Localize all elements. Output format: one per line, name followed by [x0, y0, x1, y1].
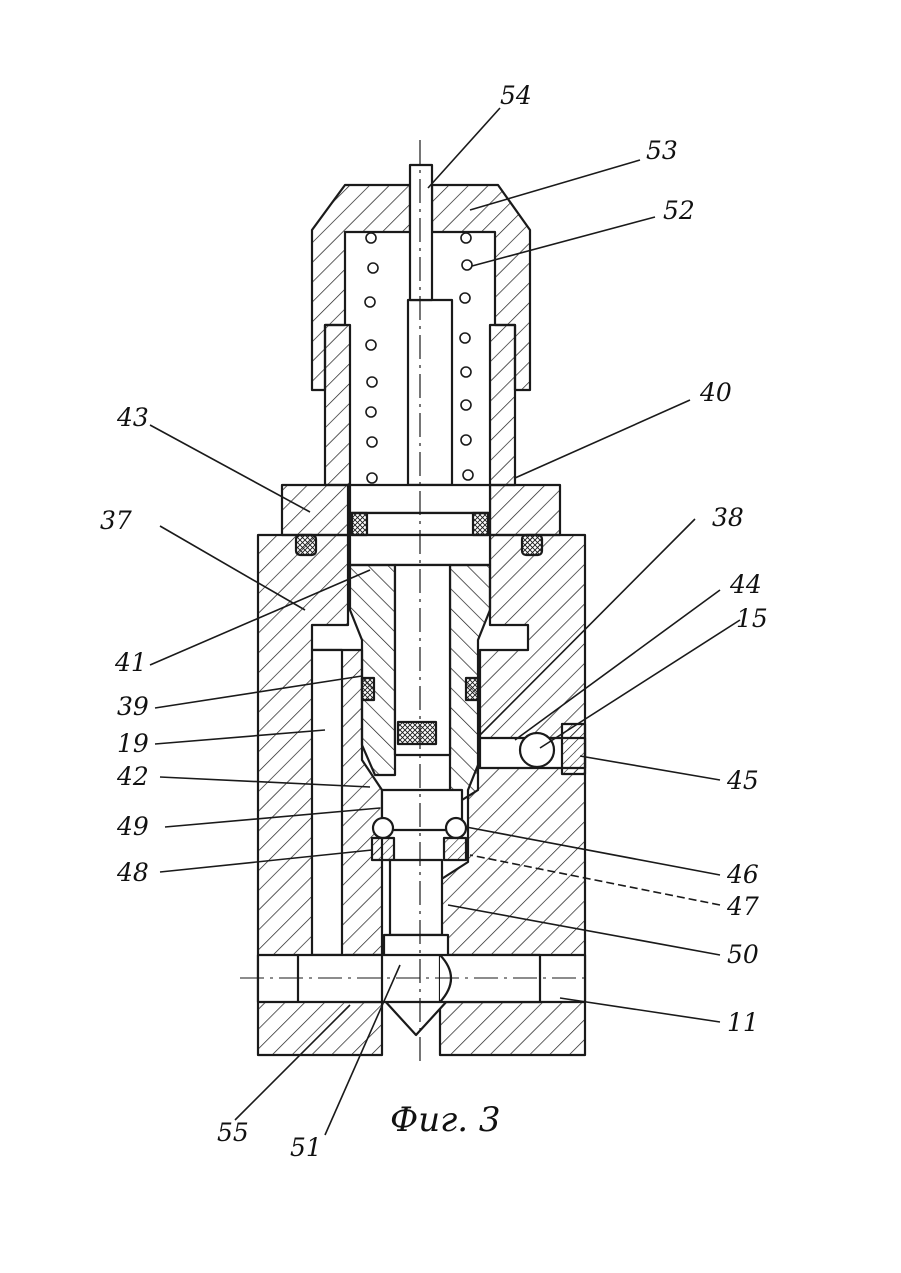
seal-ring-left: [296, 535, 316, 555]
ball-right: [446, 818, 466, 838]
label-45: 45: [727, 768, 759, 793]
label-52: 52: [663, 198, 695, 223]
label-43: 43: [117, 405, 149, 430]
ball-left: [373, 818, 393, 838]
seal-insert: [398, 722, 436, 744]
label-48: 48: [117, 860, 149, 885]
label-44: 44: [730, 572, 762, 597]
figure-caption: Фиг. 3: [390, 1100, 501, 1140]
label-47: 47: [727, 894, 759, 919]
label-19: 19: [117, 731, 149, 756]
label-39: 39: [117, 694, 149, 719]
label-51: 51: [290, 1135, 322, 1160]
spring-chamber: [390, 860, 442, 935]
label-41: 41: [115, 650, 147, 675]
label-42: 42: [117, 764, 149, 789]
rod-54: [410, 165, 432, 300]
label-11: 11: [727, 1010, 759, 1035]
check-ball-15: [520, 733, 554, 767]
label-55: 55: [217, 1120, 249, 1145]
label-54: 54: [500, 83, 532, 108]
stem-cavity: [408, 300, 452, 485]
label-50: 50: [727, 942, 759, 967]
seal-ring-right: [522, 535, 542, 555]
label-15: 15: [736, 606, 768, 631]
label-38: 38: [712, 505, 744, 530]
label-40: 40: [700, 380, 732, 405]
channel-19: [312, 650, 342, 955]
label-37: 37: [100, 508, 132, 533]
label-53: 53: [646, 138, 678, 163]
label-46: 46: [727, 862, 759, 887]
label-49: 49: [117, 814, 149, 839]
